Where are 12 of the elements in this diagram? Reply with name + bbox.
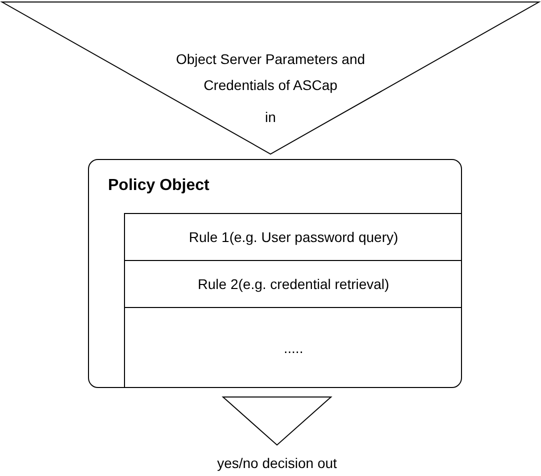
output-triangle: [223, 397, 331, 445]
box-title: Policy Object: [108, 176, 210, 196]
output-label: yes/no decision out: [216, 454, 338, 473]
flow-label: in: [265, 108, 276, 127]
policy-box: [88, 159, 462, 388]
rule-row: [124, 213, 462, 260]
rule-text: .....: [284, 338, 304, 358]
input-triangle: [2, 2, 539, 154]
rule-row: [124, 307, 462, 388]
rule-text: Rule 2(e.g. credential retrieval): [198, 274, 390, 294]
rule-text: Rule 1(e.g. User password query): [188, 228, 398, 247]
rule-row: [124, 260, 462, 307]
